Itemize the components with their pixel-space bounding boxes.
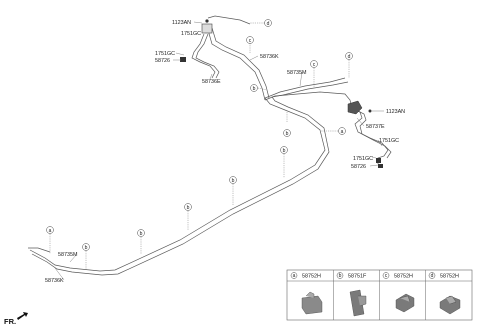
svg-text:c: c	[249, 38, 252, 44]
leader-58736k-bottom	[54, 267, 65, 281]
svg-text:d: d	[348, 54, 351, 60]
leader-1751gc-right	[377, 139, 383, 147]
label-1751gc-right: 1751GC	[379, 138, 399, 144]
clip-a-icon	[301, 291, 323, 315]
pipe-right-coil-2	[355, 109, 392, 159]
pipe-top	[207, 29, 266, 101]
leader-1123an-top	[193, 21, 203, 24]
pipe-top-hook	[207, 15, 251, 25]
svg-text:a: a	[293, 273, 296, 279]
svg-text:b: b	[187, 205, 190, 211]
front-arrow-icon	[17, 312, 28, 320]
clip-b-icon	[349, 289, 367, 317]
callout-b-6[interactable]: b	[137, 229, 145, 237]
label-1123an-top: 1123AN	[172, 20, 191, 26]
leader-1751gc-left	[175, 52, 185, 56]
svg-text:b: b	[253, 86, 256, 92]
leader-58737e	[356, 117, 365, 127]
callout-b-upper[interactable]: b	[250, 84, 258, 92]
svg-text:c: c	[385, 273, 388, 279]
callout-b-4[interactable]: b	[229, 176, 237, 184]
callout-a-right[interactable]: a	[338, 127, 346, 135]
svg-text:b: b	[232, 178, 235, 184]
pipe-top-2	[211, 27, 270, 99]
pipe-right-branch	[264, 91, 353, 109]
legend-cell-c[interactable]: c 58752H	[382, 272, 415, 313]
svg-text:b: b	[283, 148, 286, 154]
label-58736k-top: 58736K	[260, 54, 279, 60]
callout-d-top[interactable]: d	[264, 19, 272, 27]
label-1751gc-top: 1751GC	[181, 31, 201, 37]
label-1751gc-right2: 1751GC	[353, 156, 373, 162]
legend-part-d: 58752H	[440, 274, 459, 280]
top-bolt-icon	[205, 19, 209, 23]
label-1123an-right: 1123AN	[386, 109, 405, 115]
clip-c-icon	[395, 293, 415, 313]
label-58737e: 58737E	[366, 124, 385, 130]
legend-part-a: 58752H	[302, 274, 321, 280]
leader-58736e	[209, 73, 213, 80]
svg-text:a: a	[341, 129, 344, 135]
label-1751gc-left: 1751GC	[155, 51, 175, 57]
callout-c-top[interactable]: c	[246, 36, 254, 44]
top-left-fitting-icon	[180, 57, 186, 62]
brake-pipes	[28, 15, 392, 276]
svg-text:c: c	[313, 62, 316, 68]
callout-a-left[interactable]: a	[46, 226, 54, 234]
top-bracket-icon	[201, 23, 213, 34]
svg-text:b: b	[339, 273, 342, 279]
pipe-top-left-coil-2	[195, 33, 220, 79]
main-pipe-upper	[29, 77, 346, 272]
right-fitting-icon	[376, 158, 381, 163]
leader-b-upper	[257, 87, 268, 91]
right-bolt-icon	[368, 109, 372, 113]
part-labels: 1123AN 1751GC 1751GC 58726 58736E 58736K…	[45, 20, 405, 284]
svg-text:b: b	[140, 231, 143, 237]
legend-table: a 58752H b 58751F c 58752H	[286, 269, 473, 321]
leader-58736k-top	[249, 55, 259, 61]
right-bracket-icon	[347, 100, 363, 115]
leader-58726-right	[369, 164, 379, 167]
callout-b-7[interactable]: b	[82, 243, 90, 251]
leader-58735m-top	[299, 71, 303, 87]
legend-cell-d[interactable]: d 58752H	[428, 272, 461, 315]
main-pipe-lower	[31, 81, 349, 276]
svg-text:b: b	[85, 245, 88, 251]
callout-d-right[interactable]: d	[345, 52, 353, 60]
right-module	[347, 100, 383, 168]
label-58736e: 58736E	[202, 79, 221, 85]
front-direction-marker: FR.	[4, 312, 28, 326]
leader-1751gc-right2	[371, 156, 377, 159]
leader-lines	[49, 21, 384, 281]
label-58726-left: 58726	[155, 58, 170, 64]
svg-text:d: d	[267, 21, 270, 27]
callout-b-5[interactable]: b	[184, 203, 192, 211]
callouts: d c d c b b a b	[46, 19, 353, 251]
legend-cell-a[interactable]: a 58752H	[290, 272, 323, 315]
callout-c-right[interactable]: c	[310, 60, 318, 68]
clip-d-icon	[439, 295, 461, 315]
label-58736k-bottom: 58736K	[45, 278, 64, 284]
leader-58735m-bottom	[69, 253, 78, 263]
pipe-left-stub	[28, 247, 51, 253]
pipe-top-left-coil	[191, 33, 216, 79]
callout-b-3[interactable]: b	[280, 146, 288, 154]
label-58735m-bottom: 58735M	[58, 252, 78, 258]
right-fitting-icon-2	[378, 164, 383, 168]
label-58726-right: 58726	[351, 164, 366, 170]
svg-text:a: a	[49, 228, 52, 234]
fr-label: FR.	[4, 317, 16, 326]
legend-cell-b[interactable]: b 58751F	[336, 272, 367, 317]
svg-text:b: b	[286, 131, 289, 137]
legend-part-b: 58751F	[348, 274, 367, 280]
svg-text:d: d	[431, 273, 434, 279]
callout-b-mid[interactable]: b	[283, 129, 291, 137]
label-58735m-top: 58735M	[287, 70, 307, 76]
legend-part-c: 58752H	[394, 274, 413, 280]
